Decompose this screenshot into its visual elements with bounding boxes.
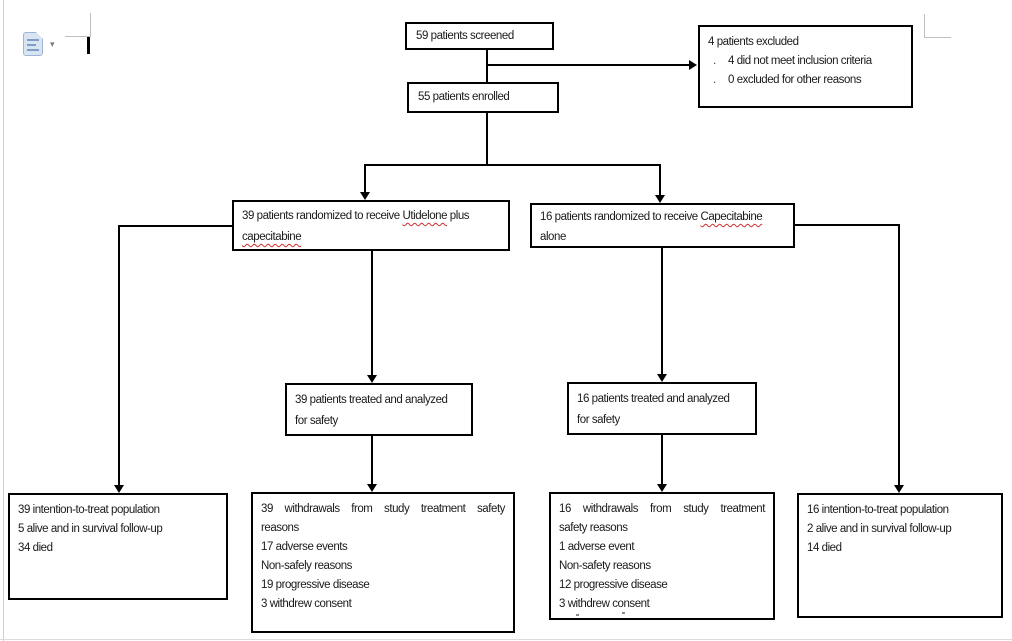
box-text: for safety (295, 415, 338, 427)
window-edge-left (3, 0, 4, 641)
connector-line (661, 435, 663, 485)
box-text: 34 died (18, 542, 53, 554)
box-text: 12 progressive disease (559, 579, 668, 591)
box-itt-left[interactable]: 39 intention-to-treat population 5 alive… (8, 493, 228, 600)
box-text: Non-safely reasons (261, 560, 352, 572)
connector-line (795, 224, 900, 226)
connector-line (364, 164, 366, 193)
arrowhead (367, 484, 377, 492)
bullet-row: . 0 excluded for other reasons (708, 71, 903, 90)
connector-line (118, 225, 120, 486)
connector-line (371, 251, 373, 376)
box-text: alone (540, 231, 566, 243)
box-text: safety reasons (559, 522, 628, 534)
window-edge-bottom (0, 639, 1012, 640)
arrowhead (114, 485, 124, 493)
bullet-dot: . (713, 74, 716, 86)
box-text: 16 patients randomized to receive Capeci… (540, 211, 763, 223)
paste-options-button[interactable]: ▾ (23, 32, 55, 56)
misspelled-word: capecitabine (242, 231, 302, 243)
box-text: 39 patients randomized to receive Utidel… (242, 210, 470, 222)
misspelled-word: Utidelone (402, 210, 448, 222)
box-text: 16 withdrawals from study treatment (559, 503, 765, 515)
box-text: 4 patients excluded (708, 36, 799, 48)
box-text: 2 alive and in survival follow-up (807, 523, 952, 535)
arrowhead (367, 375, 377, 383)
connector-line (364, 164, 661, 166)
box-text: 3 withdrew consent (559, 598, 650, 610)
box-safety-left[interactable]: 39 patients treated and analyzed for saf… (285, 383, 473, 436)
clipped-text-artifact (622, 612, 625, 614)
chevron-down-icon: ▾ (50, 38, 55, 49)
connector-line (661, 248, 663, 375)
connector-line (118, 225, 232, 227)
bullet-row: . 4 did not meet inclusion criteria (708, 52, 903, 71)
box-randomized-utidelone[interactable]: 39 patients randomized to receive Utidel… (232, 200, 510, 251)
misspelled-word: Capecitabine (700, 211, 763, 223)
bullet-dot: . (713, 55, 716, 67)
connector-line (898, 224, 900, 486)
box-itt-right[interactable]: 16 intention-to-treat population 2 alive… (797, 493, 1003, 618)
clipboard-paste-icon (23, 32, 43, 56)
crop-mark-top-right (925, 37, 951, 38)
bullet-text: 4 did not meet inclusion criteria (728, 55, 872, 67)
box-text: reasons (261, 522, 299, 534)
box-screened[interactable]: 59 patients screened (405, 22, 554, 50)
box-text: 1 adverse event (559, 541, 635, 553)
box-text: for safety (577, 414, 620, 426)
box-text: 3 withdrew consent (261, 598, 352, 610)
box-text: 16 patients treated and analyzed (577, 393, 730, 405)
box-enrolled[interactable]: 55 patients enrolled (407, 82, 559, 113)
clipped-text-artifact (576, 614, 579, 616)
arrowhead (657, 484, 667, 492)
box-withdrawals-left[interactable]: 39 withdrawals from study treatment safe… (251, 492, 515, 633)
arrowhead (894, 485, 904, 493)
box-excluded[interactable]: 4 patients excluded . 4 did not meet inc… (698, 25, 913, 108)
crop-mark-top-right (924, 14, 925, 38)
box-withdrawals-right[interactable]: 16 withdrawals from study treatment safe… (549, 492, 775, 620)
crop-mark-top-left (65, 36, 91, 37)
text-cursor (87, 37, 90, 54)
box-safety-right[interactable]: 16 patients treated and analyzed for saf… (567, 382, 757, 435)
box-text: capecitabine (242, 227, 500, 248)
box-text: Non-safety reasons (559, 560, 651, 572)
box-text: 39 withdrawals from study treatment safe… (261, 503, 505, 515)
connector-line (659, 164, 661, 196)
box-text: 39 patients treated and analyzed (295, 394, 448, 406)
box-text: 16 intention-to-treat population (807, 504, 949, 516)
box-text: 17 adverse events (261, 541, 348, 553)
arrowhead (655, 195, 665, 203)
crop-mark-top-left (90, 13, 91, 37)
bullet-text: 0 excluded for other reasons (728, 74, 862, 86)
arrowhead (689, 60, 697, 70)
box-text: 5 alive and in survival follow-up (18, 523, 163, 535)
box-text: 14 died (807, 542, 842, 554)
connector-line (487, 64, 689, 66)
box-text: 19 progressive disease (261, 579, 370, 591)
box-text: 55 patients enrolled (418, 91, 510, 103)
box-text: 39 intention-to-treat population (18, 504, 160, 516)
arrowhead (360, 192, 370, 200)
arrowhead (657, 374, 667, 382)
box-randomized-capecitabine[interactable]: 16 patients randomized to receive Capeci… (530, 203, 795, 248)
connector-line (371, 436, 373, 485)
connector-line (486, 111, 488, 166)
box-text: 59 patients screened (416, 29, 514, 42)
